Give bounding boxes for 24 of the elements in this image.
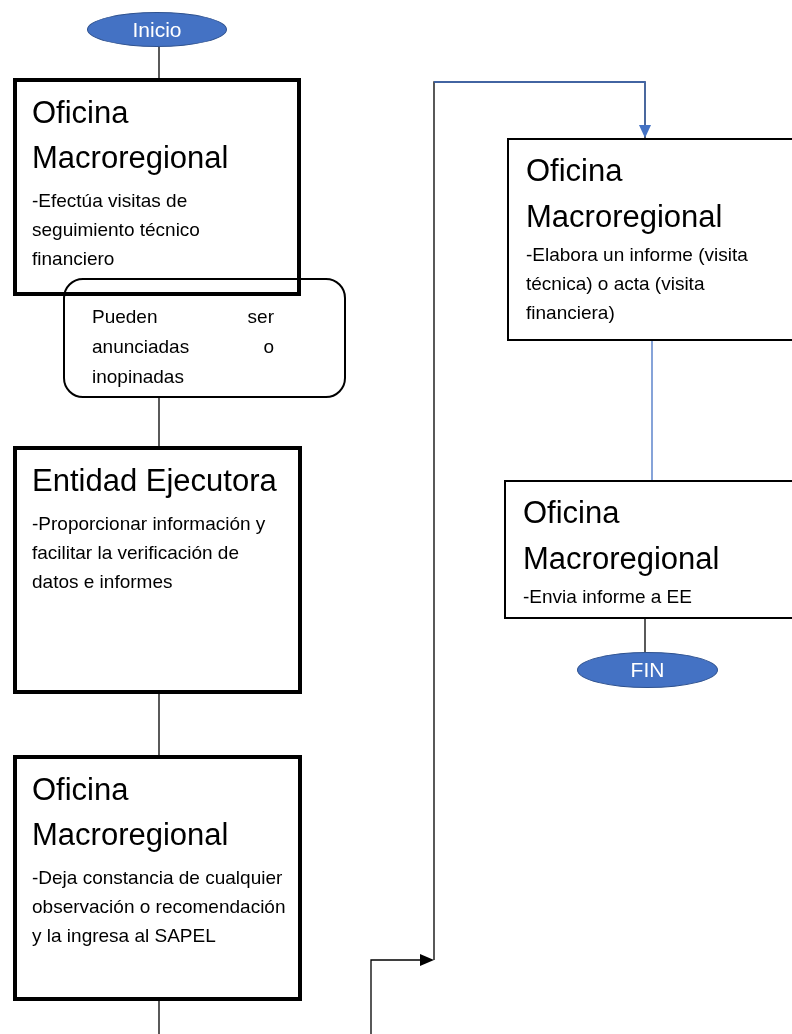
box-heading: Entidad Ejecutora — [32, 462, 278, 500]
box-heading: Oficina Macroregional — [32, 94, 230, 177]
box-text: -Efectúa visitas de seguimiento técnico financiero — [32, 189, 201, 271]
process-box — [504, 480, 792, 619]
connector-line — [158, 397, 160, 447]
box-text: -Elabora un informe (visita técnica) o acta (visita financiera) — [526, 243, 749, 325]
box-heading: Oficina Macroregional — [523, 494, 721, 578]
process-box — [13, 78, 301, 296]
connector-line — [158, 693, 160, 756]
process-box — [13, 446, 302, 694]
terminator-ellipse: Inicio — [87, 12, 227, 47]
note-box: Pueden ser anunciadas o inopinadas — [63, 278, 346, 398]
box-heading: Oficina Macroregional — [526, 152, 724, 236]
connector-line — [644, 618, 646, 653]
box-text: -Proporcionar información y facilitar la verificación de datos e informes — [32, 512, 267, 594]
box-text: -Deja constancia de cualquier observación o recomendación y la ingresa al SAPEL — [32, 866, 287, 948]
box-heading: Oficina Macroregional — [32, 771, 230, 854]
process-box — [13, 755, 302, 1001]
connector-line — [651, 340, 653, 481]
box-text: -Envia informe a EE — [523, 585, 693, 609]
connector-line — [158, 1000, 160, 1034]
connector-line — [158, 46, 160, 79]
terminator-ellipse: FIN — [577, 652, 718, 688]
process-box — [507, 138, 792, 341]
